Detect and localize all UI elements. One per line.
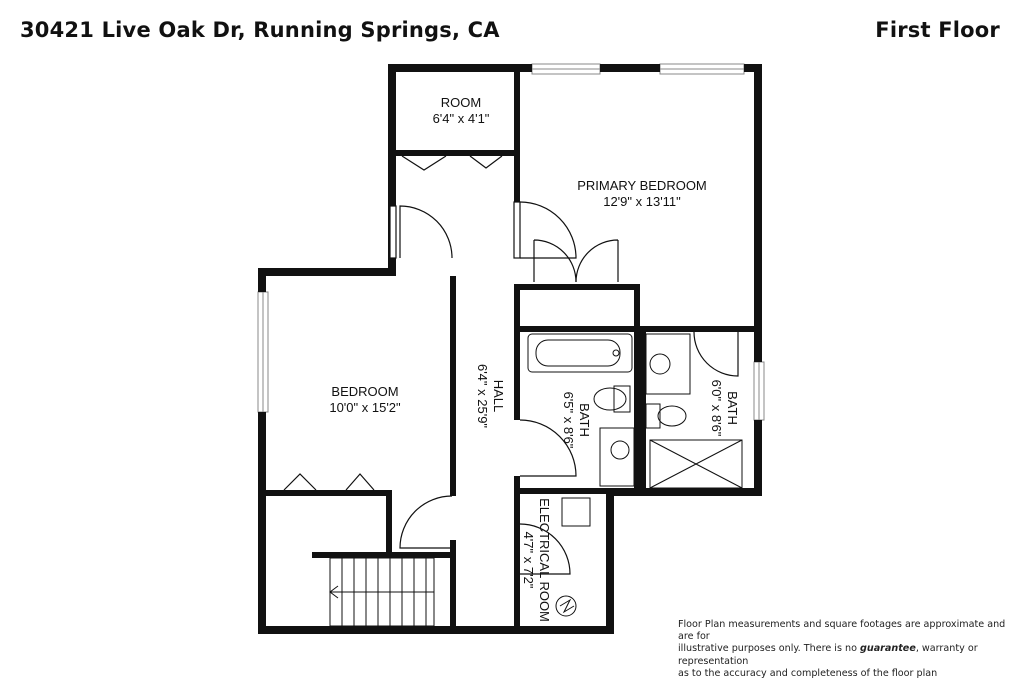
- electrical-room-name: ELECTRICAL ROOM: [537, 498, 552, 622]
- disclaimer-line-2: illustrative purposes only. There is no …: [678, 643, 978, 667]
- hall-name: HALL: [491, 380, 506, 413]
- disclaimer-line-1: Floor Plan measurements and square foota…: [678, 619, 1006, 643]
- primary-bedroom-name: PRIMARY BEDROOM: [577, 178, 707, 193]
- bath-center-name: BATH: [577, 403, 592, 437]
- address-title: 30421 Live Oak Dr, Running Springs, CA: [20, 18, 500, 42]
- fixtures: [329, 333, 743, 627]
- room-dims: 6'4" x 4'1": [433, 111, 490, 126]
- floor-label: First Floor: [875, 18, 1000, 42]
- room-labels: ROOM 6'4" x 4'1" PRIMARY BEDROOM 12'9" x…: [329, 95, 740, 622]
- walls: [258, 64, 762, 634]
- bedroom-dims: 10'0" x 15'2": [329, 400, 401, 415]
- room-name: ROOM: [441, 95, 481, 110]
- electrical-room-dims: 4'7" x 7'2": [521, 532, 536, 589]
- hall-dims: 6'4" x 25'9": [475, 364, 490, 428]
- windows: [257, 63, 765, 421]
- bedroom-name: BEDROOM: [331, 384, 398, 399]
- bath-right-name: BATH: [725, 391, 740, 425]
- disclaimer: Floor Plan measurements and square foota…: [678, 619, 1008, 680]
- primary-bedroom-dims: 12'9" x 13'11": [603, 194, 681, 209]
- bath-center-dims: 6'5" x 8'6": [561, 392, 576, 449]
- bath-right-dims: 6'0" x 8'6": [709, 380, 724, 437]
- doors: [283, 155, 739, 575]
- disclaimer-line-3: as to the accuracy and completeness of t…: [678, 667, 938, 679]
- stairs: [329, 557, 435, 627]
